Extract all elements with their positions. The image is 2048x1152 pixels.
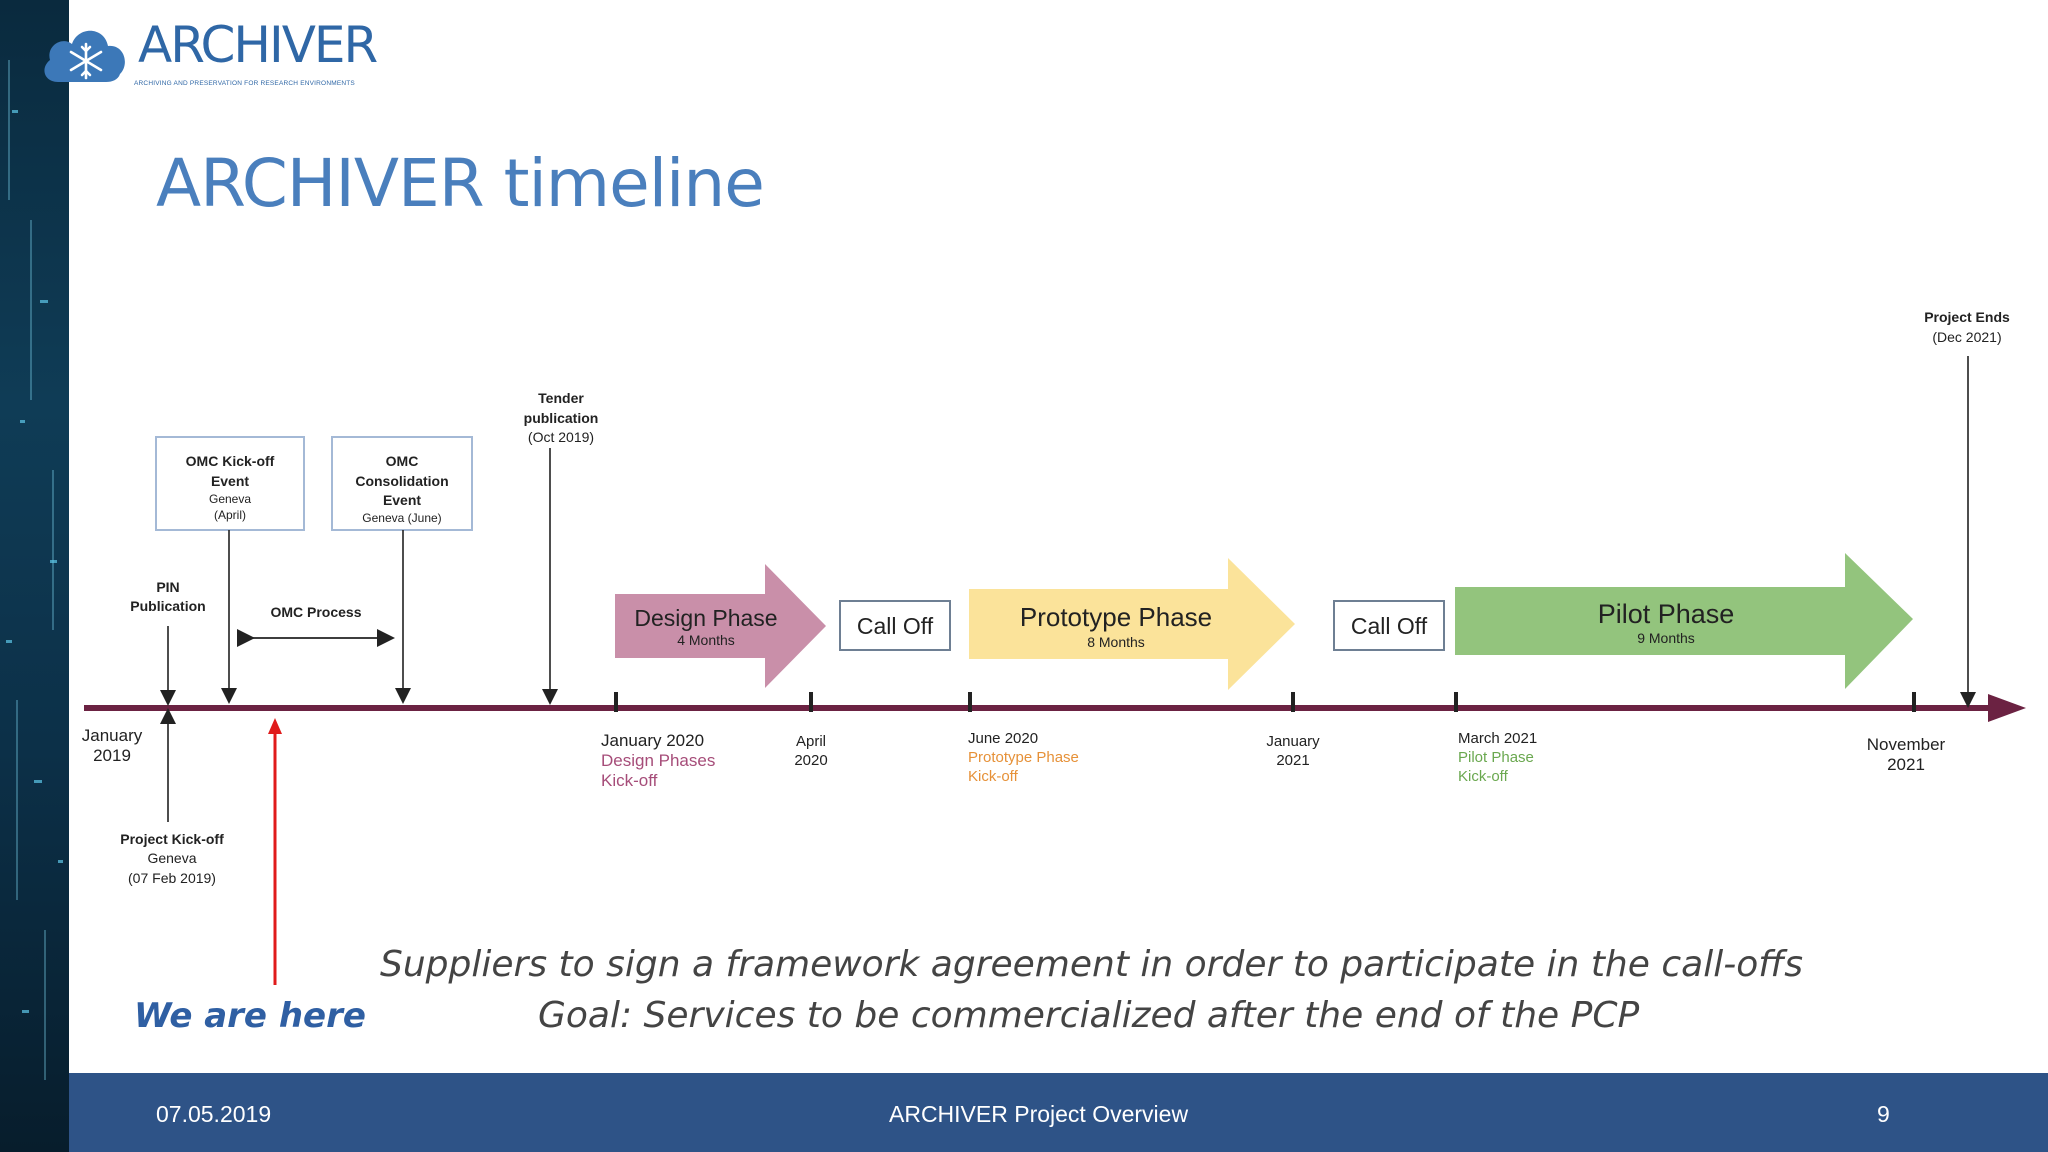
tender-label2: publication [524, 410, 599, 426]
tick-label-nov-2021-2: 2021 [1887, 755, 1925, 774]
pilot-phase-name: Pilot Phase [1598, 599, 1735, 629]
prototype-phase-name: Prototype Phase [1020, 602, 1212, 632]
tender-label3: (Oct 2019) [528, 429, 594, 445]
timeline-ticks [614, 692, 1916, 712]
archiver-logo: ARCHIVER ARCHIVING AND PRESERVATION FOR … [40, 16, 400, 96]
tick-label-jan-2021-2: 2021 [1276, 752, 1309, 769]
footer-date: 07.05.2019 [156, 1101, 272, 1127]
slide-title: ARCHIVER timeline [156, 145, 765, 222]
design-phase-duration: 4 Months [677, 632, 735, 648]
caption-framework-agreement: Suppliers to sign a framework agreement … [380, 944, 1803, 985]
omc-consolidation-location: Geneva (June) [362, 511, 441, 525]
omc-kickoff-month: (April) [214, 508, 246, 522]
omc-consolidation-title2: Consolidation [355, 473, 448, 489]
tick-label-mar-2021-1: March 2021 [1458, 730, 1537, 747]
call-off-label-2: Call Off [1351, 613, 1428, 639]
tick-label-jan-2020-1: January 2020 [601, 731, 704, 750]
pilot-phase-arrow [1455, 553, 1913, 689]
project-ends-label2: (Dec 2021) [1932, 329, 2001, 345]
project-kickoff-label1: Project Kick-off [120, 831, 224, 847]
logo-tagline: ARCHIVING AND PRESERVATION FOR RESEARCH … [134, 80, 355, 87]
omc-kickoff-title1: OMC Kick-off [186, 453, 275, 469]
tick-label-jan-2020-2: Design Phases [601, 751, 715, 770]
omc-kickoff-title2: Event [211, 473, 249, 489]
design-phase-arrow [615, 564, 826, 688]
tick-label-jan-2021-1: January [1266, 733, 1320, 750]
tick-label-nov-2021-1: November [1867, 735, 1946, 754]
tick-label-jun-2020-3: Kick-off [968, 768, 1019, 785]
tick-label-mar-2021-2: Pilot Phase [1458, 749, 1534, 766]
prototype-phase-duration: 8 Months [1087, 634, 1145, 650]
project-kickoff-label2: Geneva [147, 850, 196, 866]
cloud-snowflake-icon [44, 30, 125, 82]
omc-process-label: OMC Process [270, 604, 361, 620]
tender-label1: Tender [538, 390, 584, 406]
tick-label-jan-2019-2: 2019 [93, 746, 131, 765]
tick-label-jan-2020-3: Kick-off [601, 771, 658, 790]
slide-footer: 07.05.2019 ARCHIVER Project Overview 9 [69, 1073, 2048, 1152]
call-off-box-2 [1333, 600, 1445, 651]
pin-label1: PIN [156, 579, 179, 595]
call-off-box-1 [839, 600, 951, 651]
omc-consolidation-box [331, 436, 473, 531]
tick-label-jan-2019-1: January [82, 726, 143, 745]
tick-label-jun-2020-2: Prototype Phase [968, 749, 1079, 766]
footer-page-number: 9 [1877, 1101, 1890, 1127]
tick-label-mar-2021-3: Kick-off [1458, 768, 1509, 785]
omc-consolidation-title3: Event [383, 492, 421, 508]
pilot-phase-duration: 9 Months [1637, 630, 1695, 646]
we-are-here-marker-head [268, 718, 282, 734]
we-are-here-label: We are here [134, 996, 366, 1036]
omc-kickoff-box [155, 436, 305, 531]
design-phase-name: Design Phase [634, 605, 777, 631]
project-kickoff-label3: (07 Feb 2019) [128, 870, 216, 886]
timeline-axis-arrowhead [1988, 694, 2026, 722]
call-off-label-1: Call Off [857, 613, 934, 639]
omc-kickoff-location: Geneva [209, 492, 251, 506]
footer-presentation-title: ARCHIVER Project Overview [889, 1101, 1189, 1127]
caption-goal: Goal: Services to be commercialized afte… [538, 995, 1640, 1036]
logo-wordmark: ARCHIVER [138, 16, 378, 74]
tick-label-apr-2020-2: 2020 [794, 752, 827, 769]
decorative-side-strip [0, 0, 69, 1152]
project-ends-label1: Project Ends [1924, 309, 2010, 325]
pin-label2: Publication [130, 598, 205, 614]
tick-label-apr-2020-1: April [796, 733, 826, 750]
prototype-phase-arrow [969, 558, 1295, 690]
omc-consolidation-title1: OMC [386, 453, 419, 469]
tick-label-jun-2020-1: June 2020 [968, 730, 1038, 747]
